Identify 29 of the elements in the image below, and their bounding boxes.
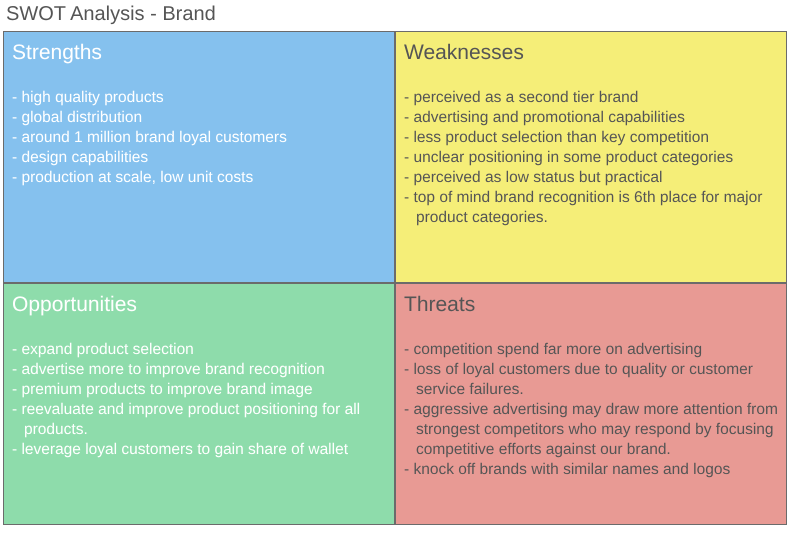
quadrant-heading: Threats (404, 292, 476, 318)
list-item: - around 1 million brand loyal customers (12, 128, 288, 148)
list-item: - top of mind brand recognition is 6th place for major product categories. (404, 188, 764, 228)
list-item: - high quality products (12, 88, 165, 108)
quadrant-heading: Weaknesses (404, 40, 524, 66)
quadrant-panel (395, 283, 787, 525)
list-item: - expand product selection (12, 340, 195, 360)
list-item: - aggressive advertising may draw more attention from strongest competitors who may respond by focusing competitive efforts against our brand. (404, 400, 778, 460)
quadrant-panel (3, 283, 395, 525)
list-item: - loss of loyal customers due to quality or customer service failures. (404, 360, 754, 400)
list-item: - reevaluate and improve product positioning for all products. (12, 400, 362, 440)
list-item: - premium products to improve brand image (12, 380, 314, 400)
quadrant-heading: Opportunities (12, 292, 137, 318)
list-item: - global distribution (12, 108, 144, 128)
list-item: - perceived as low status but practical (404, 168, 664, 188)
list-item: - knock off brands with similar names and logos (404, 460, 732, 480)
list-item: - advertise more to improve brand recognition (12, 360, 326, 380)
list-item: - design capabilities (12, 148, 150, 168)
list-item: - less product selection than key competition (404, 128, 710, 148)
list-item: - competition spend far more on advertising (404, 340, 704, 360)
list-item: - advertising and promotional capabilities (404, 108, 686, 128)
list-item: - perceived as a second tier brand (404, 88, 640, 108)
list-item: - production at scale, low unit costs (12, 168, 254, 188)
quadrant-panel (3, 31, 395, 283)
list-item: - leverage loyal customers to gain share of wallet (12, 440, 349, 460)
quadrant-heading: Strengths (12, 40, 102, 66)
list-item: - unclear positioning in some product categories (404, 148, 734, 168)
diagram-title: SWOT Analysis - Brand (6, 3, 216, 26)
quadrant-panel (395, 31, 787, 283)
